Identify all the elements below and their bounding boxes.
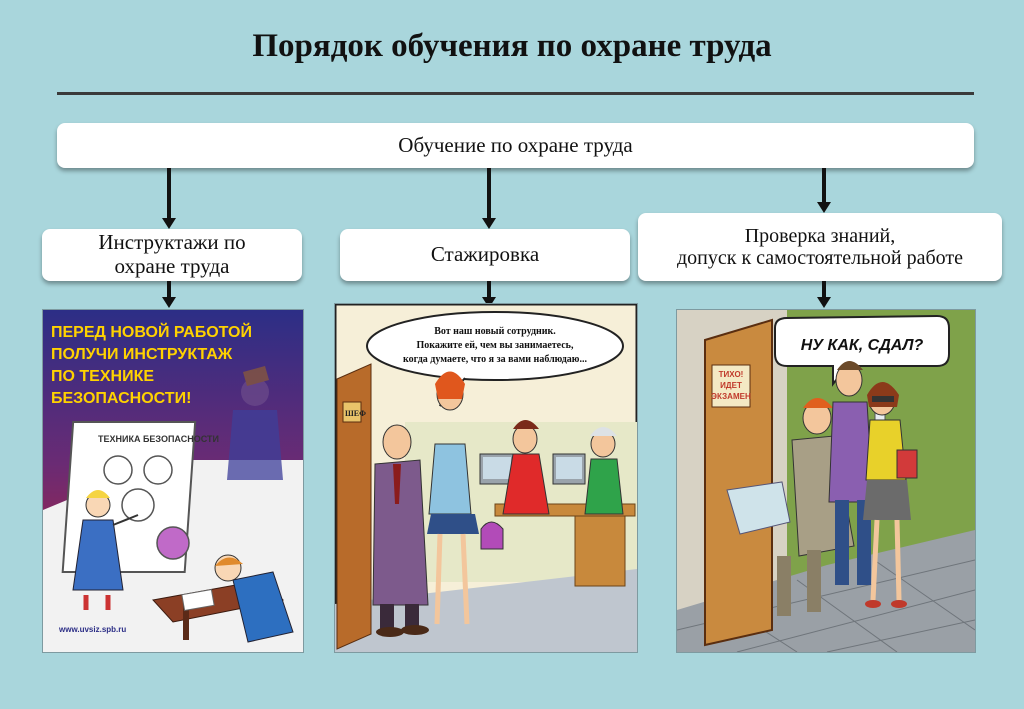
- branch-instruction-line1: Инструктажи по: [98, 230, 246, 255]
- branch-instruction: Инструктажи по охране труда: [42, 229, 302, 281]
- internship-office-cartoon: Вот наш новый сотрудник. Покажите ей, че…: [334, 303, 638, 653]
- exam-cartoon: ТИХО! ИДЕТ ЭКЗАМЕН НУ КАК, СДАЛ?: [676, 309, 976, 653]
- title-divider: [57, 92, 974, 95]
- sleeping-student-icon: [152, 554, 294, 643]
- exam-door-icon: ТИХО! ИДЕТ ЭКЗАМЕН: [704, 318, 773, 647]
- kettle-icon: [480, 521, 504, 550]
- office-door-sign: ШЕФ: [345, 409, 366, 418]
- arrow-internship-to-office: [482, 281, 496, 308]
- poster-headline-3: ПО ТЕХНИКЕ: [51, 368, 154, 385]
- poster-url: www.uvsiz.spb.ru: [58, 625, 126, 634]
- exam-door-sign-1: ТИХО!: [719, 370, 744, 379]
- root-node-label: Обучение по охране труда: [398, 132, 633, 157]
- boss-figure-icon: [372, 424, 429, 637]
- arrow-instruction-to-poster: [162, 281, 176, 308]
- branch-internship: Стажировка: [340, 229, 630, 281]
- arrow-root-to-instruction: [162, 168, 176, 229]
- office-speech-3: когда думаете, что я за вами наблюдаю...: [403, 354, 587, 365]
- exam-door-sign-3: ЭКЗАМЕН: [711, 392, 751, 401]
- exam-speech-text: НУ КАК, СДАЛ?: [801, 337, 924, 354]
- office-speech-1: Вот наш новый сотрудник.: [434, 326, 556, 337]
- page-title: Порядок обучения по охране труда: [252, 28, 772, 64]
- branch-knowledge-check: Проверка знаний, допуск к самостоятельно…: [638, 213, 1002, 281]
- coworker-red-dress-icon: [502, 420, 550, 515]
- root-node: Обучение по охране труда: [57, 123, 974, 168]
- student-yellow-top-icon: [863, 382, 918, 608]
- poster-headline-1: ПЕРЕД НОВОЙ РАБОТОЙ: [51, 322, 252, 341]
- speech-bubble: [366, 311, 624, 381]
- safety-instruction-poster: ПЕРЕД НОВОЙ РАБОТОЙ ПОЛУЧИ ИНСТРУКТАЖ ПО…: [42, 309, 304, 653]
- coworker-green-dress-icon: [584, 427, 624, 515]
- new-employee-figure-icon: [427, 371, 479, 625]
- branch-internship-line1: Стажировка: [430, 242, 540, 267]
- branch-check-line2: допуск к самостоятельной работе: [676, 247, 964, 269]
- branch-check-line1: Проверка знаний,: [744, 224, 896, 247]
- board-title: ТЕХНИКА БЕЗОПАСНОСТИ: [98, 434, 219, 444]
- poster-headline-2: ПОЛУЧИ ИНСТРУКТАЖ: [51, 346, 233, 363]
- arrow-root-to-internship: [482, 168, 496, 229]
- office-speech-2: Покажите ей, чем вы занимаетесь,: [417, 340, 574, 351]
- arrow-root-to-check: [817, 168, 831, 213]
- door-icon: ШЕФ: [336, 363, 372, 650]
- arrow-check-to-exam: [817, 281, 831, 308]
- poster-headline-4: БЕЗОПАСНОСТИ!: [51, 390, 191, 407]
- branch-instruction-line2: охране труда: [114, 254, 230, 278]
- exam-door-sign-2: ИДЕТ: [720, 381, 742, 390]
- ghost-figure-icon: [227, 366, 283, 480]
- student-purple-shirt-icon: [828, 361, 886, 585]
- teacher-figure-icon: [72, 490, 139, 610]
